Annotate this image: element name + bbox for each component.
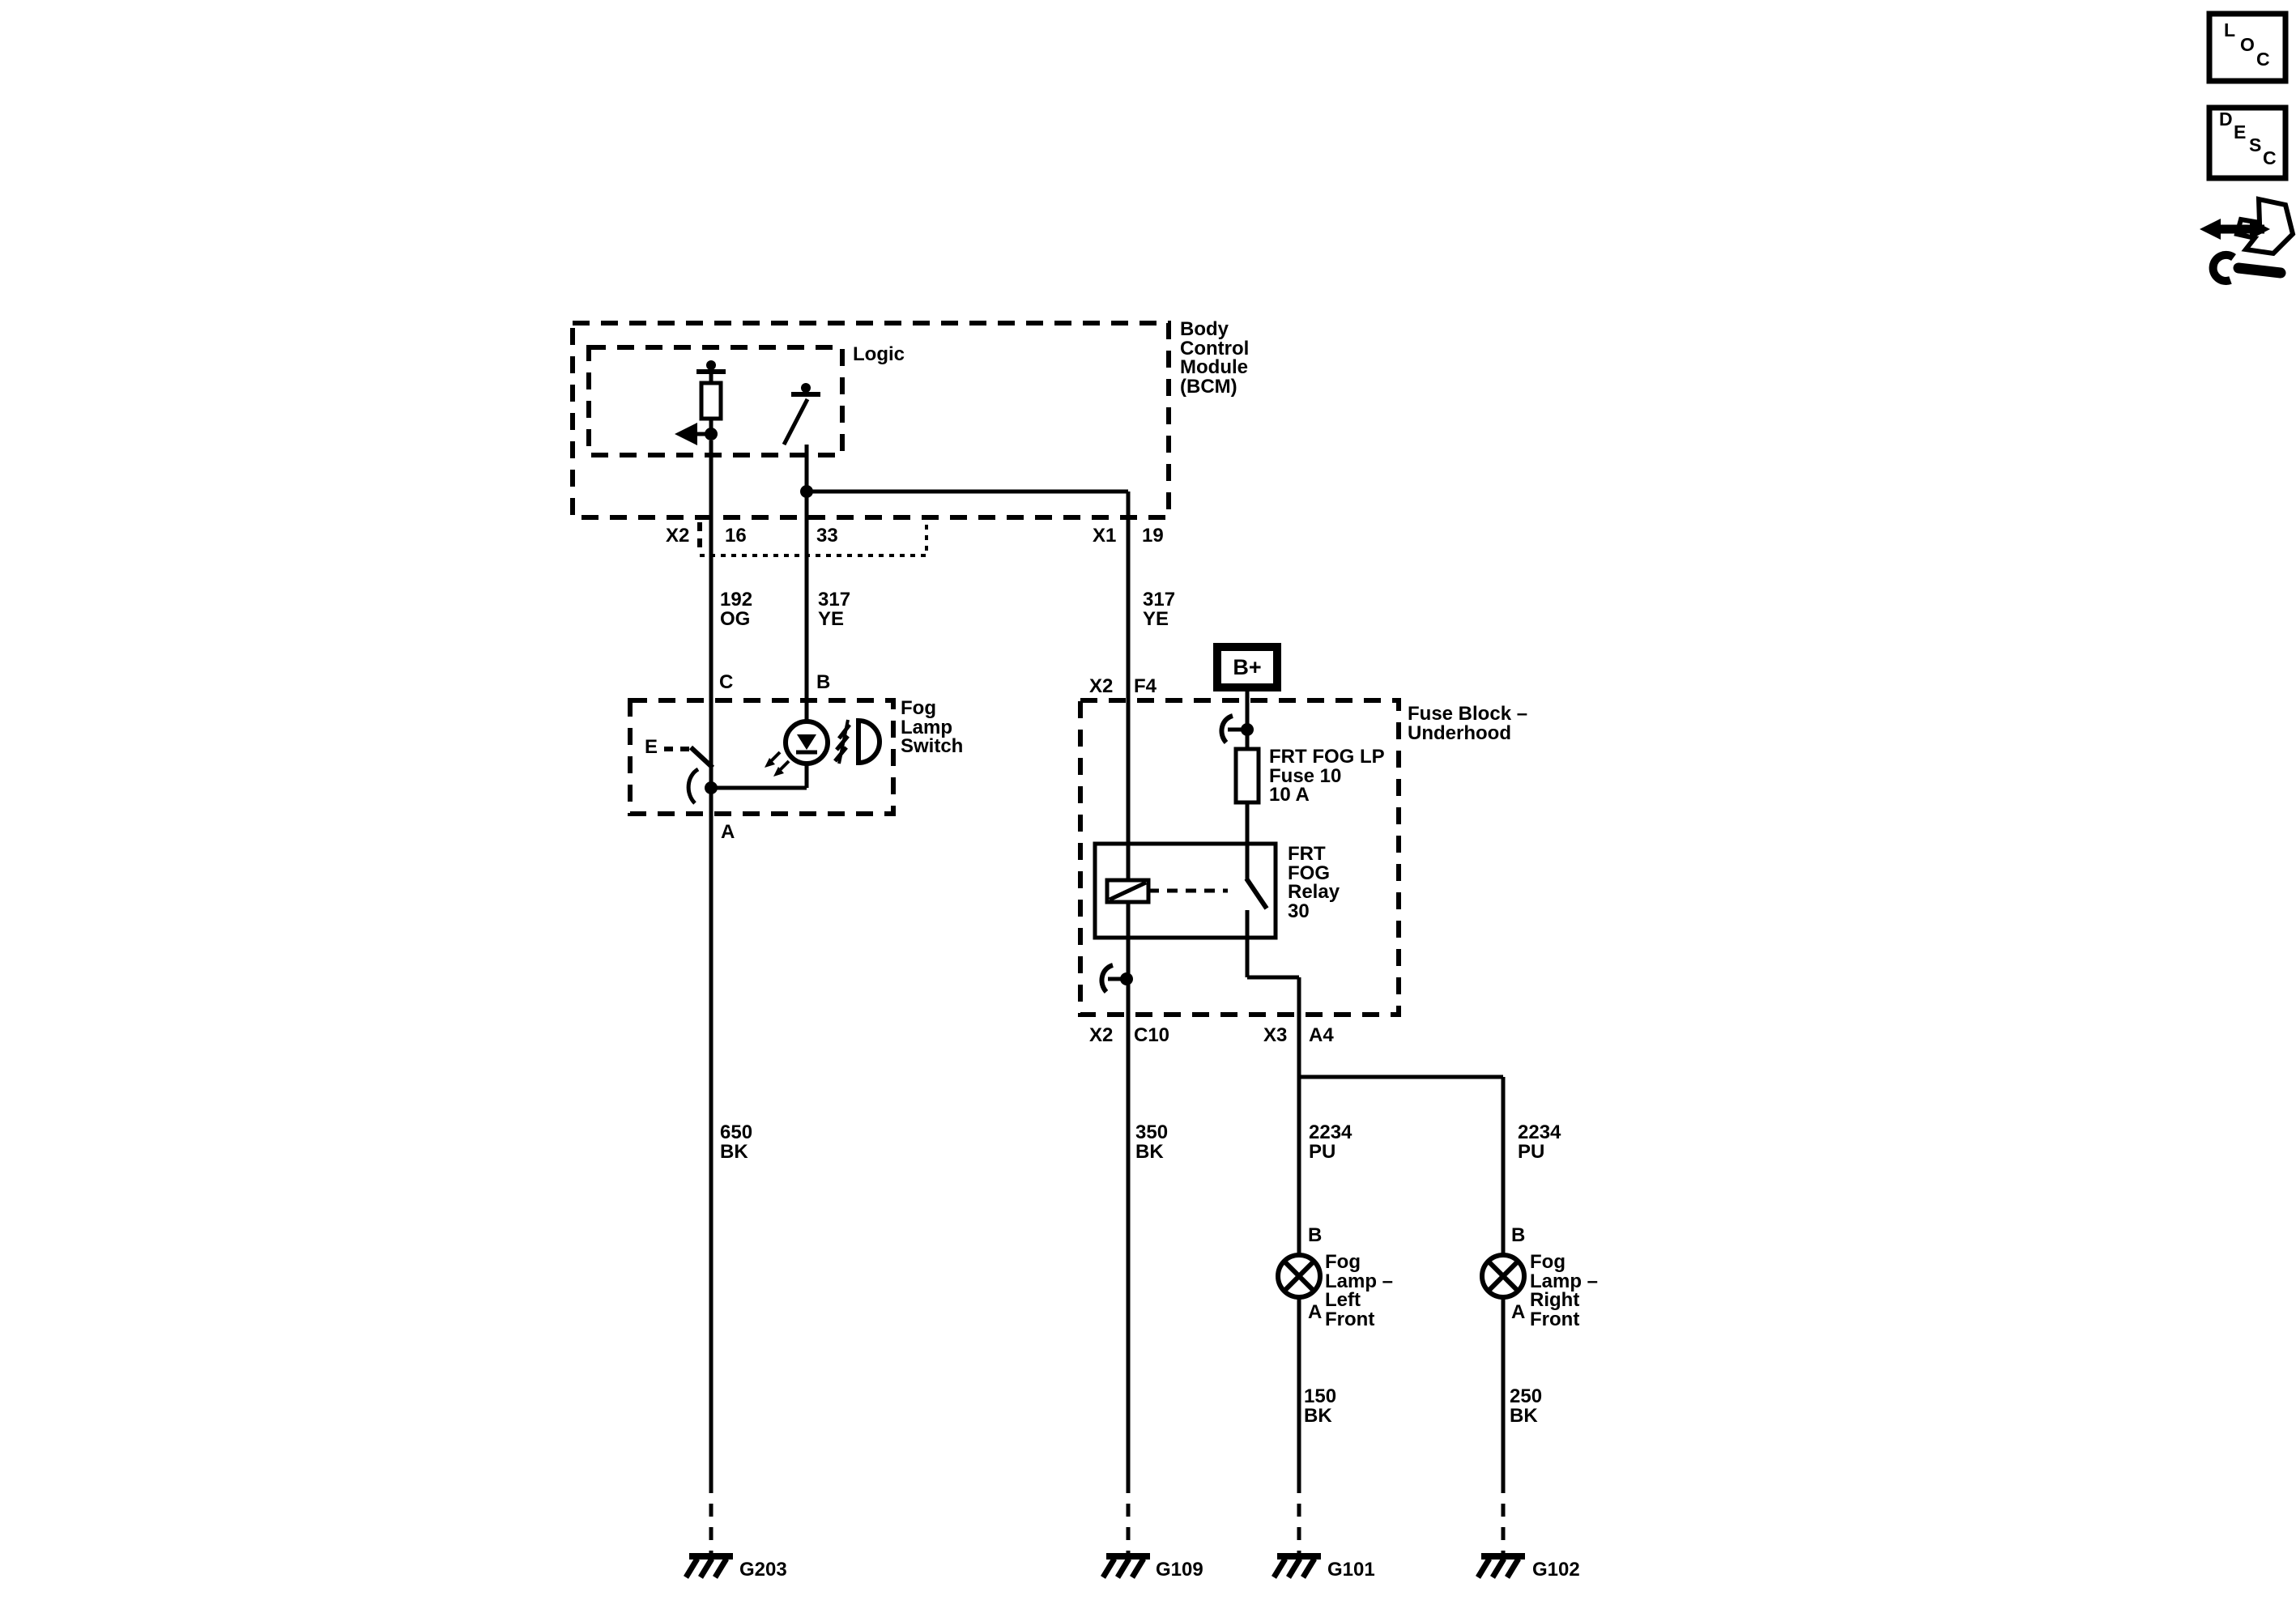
fog-lamp-switch-contact-symbol (664, 745, 718, 805)
connector-clip-icon (1219, 713, 1234, 745)
desc-button[interactable] (2206, 104, 2289, 181)
loc-button[interactable] (2206, 11, 2289, 84)
ground-label-g109: G109 (1156, 1559, 1203, 1581)
bcm-pin-19: 19 (1142, 525, 1164, 547)
logic-label: Logic (853, 343, 905, 365)
fog-lamp-left-symbol (1276, 1253, 1323, 1300)
fuse-symbol (1233, 747, 1261, 844)
fog-lamp-switch-box (628, 698, 896, 816)
switch-e-label: E (645, 736, 658, 758)
bcm-connector-outline (697, 522, 928, 557)
wire-2234-pu (1297, 1015, 1506, 1480)
lamp-left-pin-a: A (1308, 1301, 1323, 1323)
relay-switch-lever (1244, 877, 1269, 910)
bcm-connector-x1: X1 (1093, 525, 1117, 547)
bplus-feed-wire (1219, 691, 1254, 749)
fuseblock-pin-c10: C10 (1134, 1024, 1170, 1046)
relay-symbol (1093, 841, 1301, 1015)
desc-letter-d: D (2219, 109, 2233, 130)
bcm-pin-16: 16 (725, 525, 747, 547)
logic-box (586, 345, 845, 457)
nav-arrow-wrench-icon[interactable] (2200, 196, 2296, 285)
fuseblock-connector-x3: X3 (1263, 1024, 1288, 1046)
bcm-pin-33: 33 (816, 525, 838, 547)
loc-letter-c: C (2256, 49, 2270, 70)
fog-lamp-right-symbol (1480, 1253, 1527, 1300)
ground-symbol-g102 (1476, 1480, 1525, 1579)
fuseblock-pin-f4: F4 (1134, 675, 1157, 697)
led-indicator-symbol (711, 719, 830, 790)
lamp-left-pin-b: B (1308, 1224, 1323, 1246)
ground-label-g102: G102 (1532, 1559, 1580, 1581)
fog-lamp-icon (833, 717, 882, 766)
ground-symbol-g109 (1101, 1480, 1150, 1579)
desc-letter-e: E (2234, 121, 2247, 143)
bcm-internal-switch-symbol (782, 383, 820, 446)
desc-letter-c: C (2263, 147, 2277, 168)
desc-letter-s: S (2249, 134, 2262, 155)
resistor-symbol (675, 360, 726, 445)
relay-box (1093, 841, 1278, 940)
fuseblock-connector-x2: X2 (1089, 675, 1114, 697)
lamp-right-pin-a: A (1511, 1301, 1526, 1323)
ground-label-g203: G203 (739, 1559, 787, 1581)
lamp-right-pin-b: B (1511, 1224, 1526, 1246)
wire-317-ye-right (800, 485, 1131, 1480)
loc-letter-l: L (2224, 19, 2236, 40)
fuse-block-box (1078, 698, 1401, 1017)
loc-letter-o: O (2240, 34, 2255, 55)
ground-symbol-g101 (1272, 1480, 1321, 1579)
bplus-terminal-box (1213, 643, 1281, 691)
fuseblock-connector-x2b: X2 (1089, 1024, 1114, 1046)
fuse-block-name-label: Fuse Block –Underhood (1408, 703, 1528, 744)
fuseblock-pin-a4: A4 (1309, 1024, 1334, 1046)
switch-pin-b: B (816, 671, 831, 693)
bplus-label: B+ (1233, 655, 1262, 679)
wrench-jaw (2209, 250, 2236, 285)
bcm-connector-x2: X2 (666, 525, 690, 547)
switch-pin-a: A (721, 821, 735, 843)
ground-label-g101: G101 (1327, 1559, 1375, 1581)
bcm-box (570, 321, 1171, 520)
signal-arrow-icon (675, 423, 697, 445)
switch-pin-c: C (719, 671, 734, 693)
relay-output-clip (1099, 963, 1133, 994)
ground-symbol-g203 (684, 1480, 733, 1579)
